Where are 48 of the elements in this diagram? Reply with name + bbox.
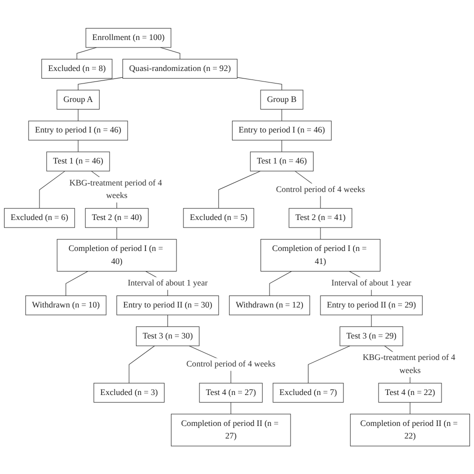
node-box: Entry to period II (n = 29) xyxy=(320,295,423,316)
edge-label: KBG-treatment period of 4 weeks xyxy=(362,353,456,376)
node-box: Test 1 (n = 46) xyxy=(250,151,314,172)
node-box: Completion of period II (n = 27) xyxy=(170,414,291,446)
node-box: Excluded (n = 8) xyxy=(41,58,112,78)
connector xyxy=(116,227,118,240)
node-box: Test 2 (n = 41) xyxy=(288,208,352,228)
node-box: Withdrawn (n = 12) xyxy=(229,295,310,316)
node-box: Test 3 (n = 30) xyxy=(136,326,200,346)
connector xyxy=(167,314,168,327)
node-box: Completion of period I (n = 40) xyxy=(56,238,177,272)
connector xyxy=(320,227,321,240)
edge-label: Control period of 4 weeks xyxy=(276,184,365,194)
node-box: Quasi-randomization (n = 92) xyxy=(122,58,238,78)
node-box: Completion of period I (n = 41) xyxy=(260,238,380,272)
connector xyxy=(230,402,232,414)
connector xyxy=(39,170,66,208)
connector xyxy=(128,345,155,384)
node-box: Excluded (n = 7) xyxy=(272,382,344,402)
edge-label: Control period of 4 weeks xyxy=(186,360,276,369)
node-box: Excluded (n = 5) xyxy=(183,208,254,228)
node-box: Test 1 (n = 46) xyxy=(46,151,110,172)
connector xyxy=(218,170,261,208)
node-box: Test 2 (n = 40) xyxy=(85,208,149,228)
node-box: Test 3 (n = 29) xyxy=(340,326,404,346)
node-box: Excluded (n = 3) xyxy=(94,382,165,402)
edge-label: KBG-treatment period of 4 weeks xyxy=(69,178,162,200)
node-box: Group B xyxy=(260,90,304,110)
node-box: Test 4 (n = 27) xyxy=(199,382,263,402)
node-box: Enrollment (n = 100) xyxy=(86,28,172,48)
node-box: Entry to period I (n = 46) xyxy=(232,120,332,140)
connector xyxy=(76,47,97,60)
connector xyxy=(78,77,124,90)
node-box: Withdrawn (n = 10) xyxy=(25,295,106,316)
connector xyxy=(66,270,88,296)
connector xyxy=(371,314,372,327)
node-box: Group A xyxy=(56,90,100,110)
node-box: Entry to period I (n = 46) xyxy=(28,120,128,140)
edge-label: Interval of about 1 year xyxy=(331,278,412,288)
connector xyxy=(236,77,282,90)
connector xyxy=(269,270,292,296)
node-box: Excluded (n = 6) xyxy=(4,208,75,228)
connector xyxy=(160,47,180,60)
edge-label: Interval of about 1 year xyxy=(128,278,208,288)
node-box: Test 4 (n = 22) xyxy=(378,382,442,402)
node-box: Entry to period II (n = 30) xyxy=(116,295,219,316)
node-box: Completion of period II (n = 22) xyxy=(350,414,470,446)
connector xyxy=(308,345,350,384)
